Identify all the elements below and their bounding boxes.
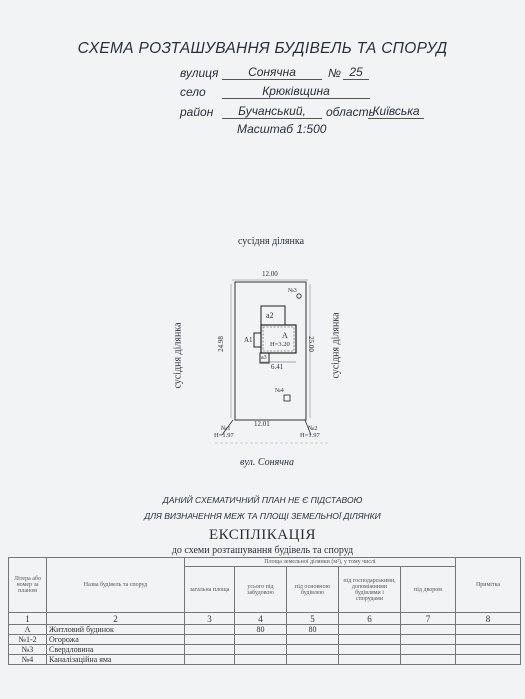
dim-left: 24.98 xyxy=(216,336,225,352)
explication-title: ЕКСПЛІКАЦІЯ xyxy=(209,527,316,543)
dim-house-width: 6.41 xyxy=(271,363,284,371)
table-row: А Житловий будинок 80 80 xyxy=(8,624,521,635)
header-note: Примітка xyxy=(455,557,521,613)
building-a3-label: а3 xyxy=(261,355,267,361)
lot-boundary xyxy=(234,281,307,421)
document-title: СХЕМА РОЗТАШУВАННЯ БУДІВЕЛЬ ТА СПОРУД xyxy=(77,40,448,57)
oblast-label: область xyxy=(326,105,375,119)
header-main: під основною будівлею xyxy=(286,566,339,613)
well-marker xyxy=(296,293,302,299)
header-total: загальна площа xyxy=(184,566,235,613)
building-a2-outline xyxy=(260,305,286,326)
dim-right: 25.00 xyxy=(306,336,315,352)
building-a-label: А xyxy=(282,331,288,340)
building-a-height: Н=3.20 xyxy=(270,341,290,348)
header-area-group: Площа земельної ділянки (м²), у тому чис… xyxy=(184,557,456,567)
header-aux: під господарськими, допоміжними будівлям… xyxy=(338,566,401,613)
dim-top: 12.00 xyxy=(262,270,278,278)
table-row: №4 Каналізаційна яма xyxy=(8,654,521,665)
explication-subtitle: до схеми розташування будівель та споруд xyxy=(171,545,354,556)
marker-1-height: Н=1.97 xyxy=(214,432,234,439)
header-name: Назва будівель та споруд xyxy=(46,557,185,613)
street-name-label: вул. Сонячна xyxy=(240,457,294,468)
table-row: №1-2 Огорожа xyxy=(8,634,521,645)
number-label: № xyxy=(328,66,341,80)
disclaimer-line-1: ДАНИЙ СХЕМАТИЧНИЙ ПЛАН НЕ Є ПІДСТАВОЮ xyxy=(162,495,363,505)
explication-table: Літера або номер за планом Назва будівел… xyxy=(8,557,521,665)
neighbor-top-label: сусідня ділянка xyxy=(238,236,305,247)
marker-2-height: Н=1.97 xyxy=(300,432,320,439)
building-a1-label: А1 xyxy=(244,336,253,344)
village-value: Крюківщина xyxy=(222,84,370,99)
district-value: Бучанський, xyxy=(222,104,322,119)
header-built: усього під забудовою xyxy=(234,566,287,613)
number-value: 25 xyxy=(343,65,369,80)
header-letter: Літера або номер за планом xyxy=(8,557,47,613)
header-yard: під двором xyxy=(400,566,456,613)
oblast-value: Київська xyxy=(368,104,424,119)
pit-marker xyxy=(283,394,291,402)
marker-3-label: №3 xyxy=(288,288,297,294)
table-row: №3 Свердловина xyxy=(8,644,521,655)
marker-4-label: №4 xyxy=(275,388,284,394)
dim-bottom: 12.01 xyxy=(254,420,270,428)
neighbor-right-label: сусідня ділянка xyxy=(330,312,342,379)
disclaimer-line-2: ДЛЯ ВИЗНАЧЕННЯ МЕЖ ТА ПЛОЩІ ЗЕМЕЛЬНОЇ ДІ… xyxy=(144,511,381,521)
building-a1-outline xyxy=(253,332,262,348)
neighbor-left-label: сусідня ділянка xyxy=(172,322,184,389)
marker-2-label: №2 xyxy=(308,425,318,432)
marker-1-label: №1 xyxy=(221,425,231,432)
building-a3-outline xyxy=(259,352,270,364)
street-label: вулиця xyxy=(180,66,219,80)
building-a-outline xyxy=(260,324,297,354)
village-label: село xyxy=(180,85,206,99)
scale-label: Масштаб 1:500 xyxy=(237,122,327,136)
street-value: Сонячна xyxy=(222,65,322,80)
district-label: район xyxy=(180,105,214,119)
building-a2-label: а2 xyxy=(266,311,274,320)
